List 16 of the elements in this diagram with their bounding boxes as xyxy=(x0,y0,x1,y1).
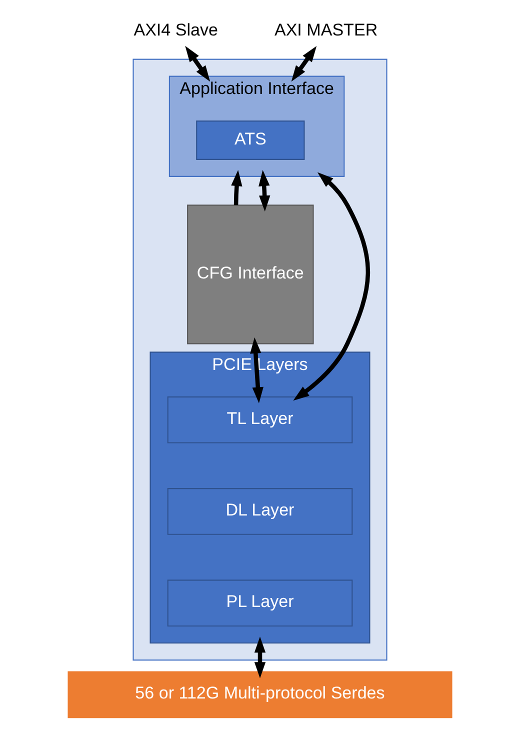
node-text: AXI MASTER xyxy=(274,20,378,40)
cluster xyxy=(132,58,388,661)
node-box: ATS xyxy=(196,120,305,160)
node-box: DL Layer xyxy=(167,488,353,535)
arrow xyxy=(254,636,266,678)
arrow xyxy=(291,46,317,82)
node-box: PL Layer xyxy=(167,580,353,627)
arrow xyxy=(185,46,210,82)
arrow xyxy=(231,170,242,206)
arrow xyxy=(258,170,270,212)
node-box: TL Layer xyxy=(167,396,353,444)
node-box: CFG Interface xyxy=(187,204,314,344)
arrow xyxy=(250,337,264,404)
node-text: AXI4 Slave xyxy=(134,20,218,40)
arrow xyxy=(293,172,370,401)
node-box: 56 or 112G Multi-protocol Serdes xyxy=(68,671,452,718)
